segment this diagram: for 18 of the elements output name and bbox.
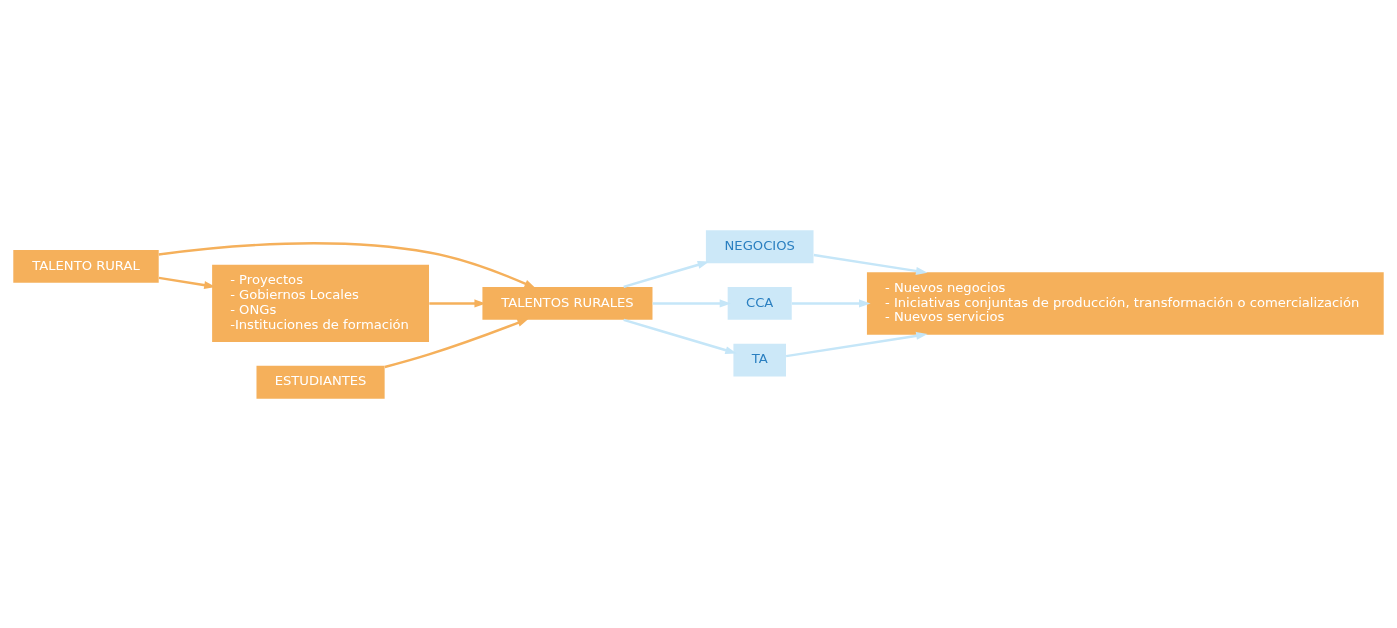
node-box: TALENTOS RURALES [482,286,653,320]
node-box: - Nuevos negocios - Iniciativas conjuntas de producción, transformación o comercialización - Nuevos servicios [866,271,1384,335]
node-box: TALENTO RURAL [13,249,159,283]
node-box: TA [733,343,786,377]
node-box: NEGOCIOS [705,229,814,263]
node-box: - Proyectos - Gobiernos Locales - ONGs -Instituciones de formación [212,264,429,342]
arrow [429,298,486,307]
arrow [384,318,529,368]
node-box: CCA [727,286,792,320]
arrow [785,331,928,357]
arrow [158,276,216,289]
arrow [652,298,732,307]
arrow [158,241,536,288]
arrow [623,260,710,288]
arrow [623,318,737,354]
arrow [791,298,871,307]
node-box: ESTUDIANTES [256,365,385,399]
arrow [813,253,928,275]
